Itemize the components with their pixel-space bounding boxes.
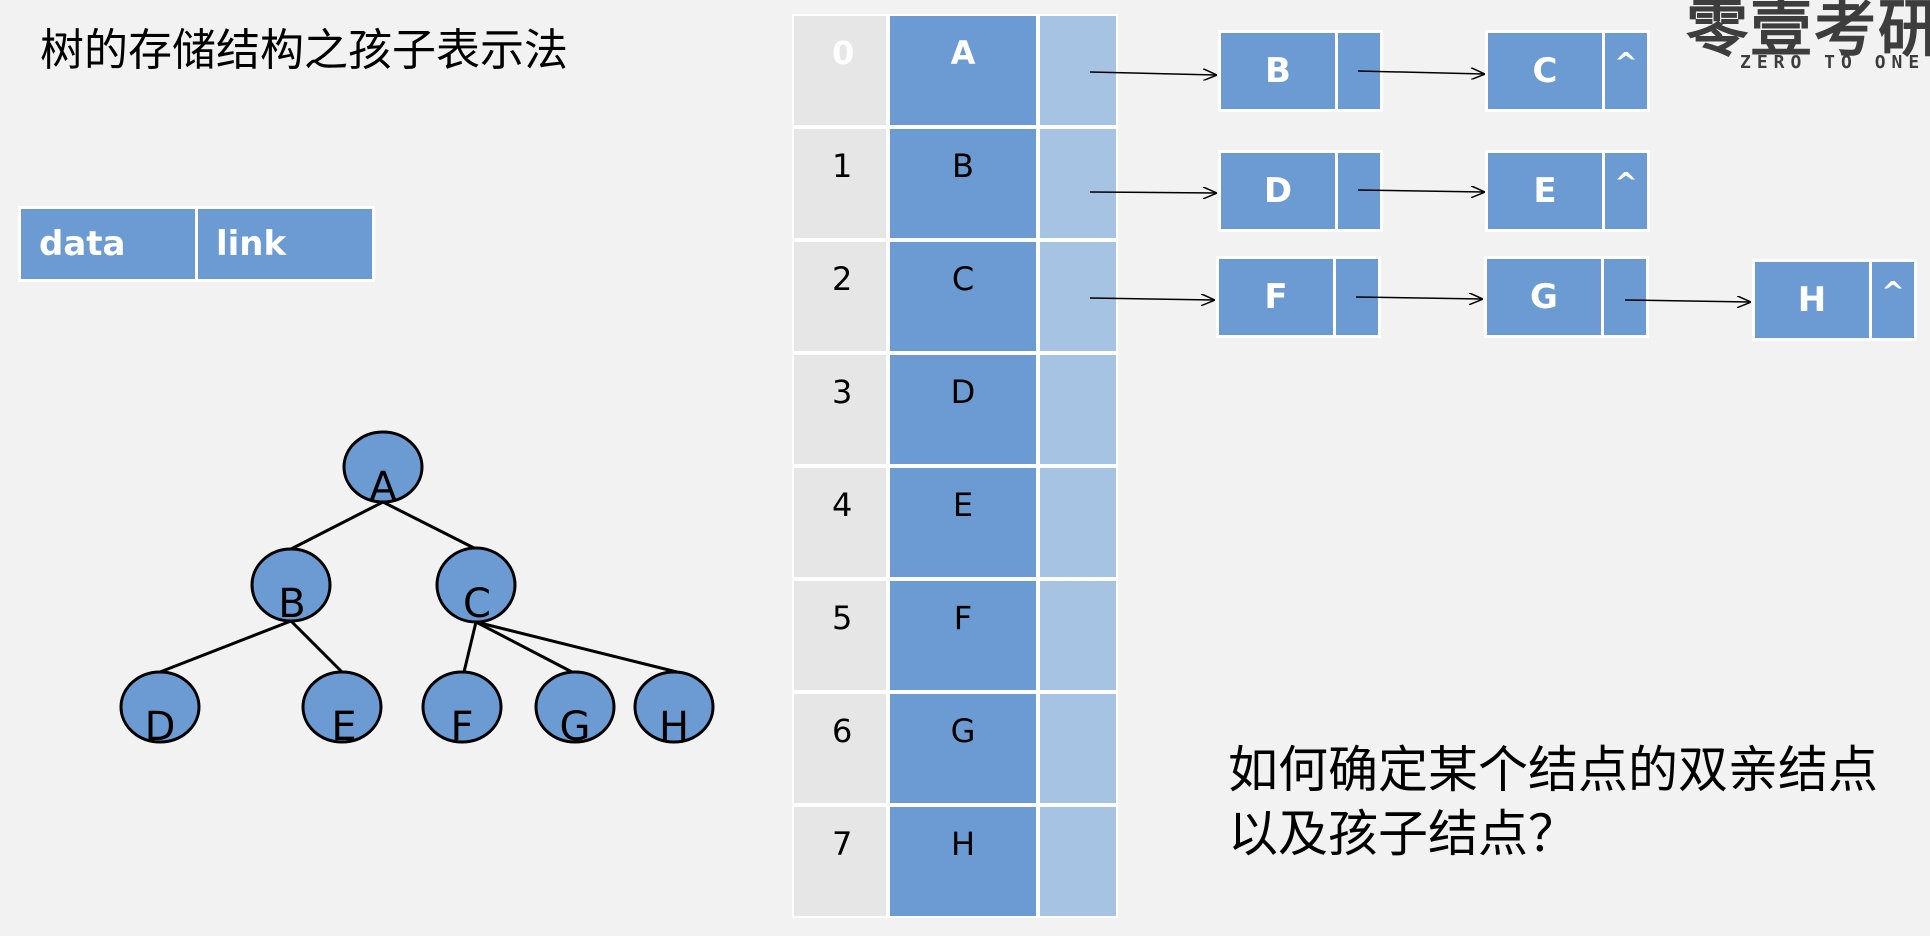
- row-index: 6: [792, 692, 888, 805]
- table-row: 5 F: [792, 579, 1118, 692]
- row-data: C: [888, 240, 1038, 353]
- header-array-table: 0 A 1 B 2 C 3 D 4 E 5 F 6 G 7 H: [792, 14, 1118, 918]
- table-row: 4 E: [792, 466, 1118, 579]
- row-firstchild-pointer: [1038, 353, 1118, 466]
- arrow: [1089, 192, 1216, 193]
- tree-node-label: A: [369, 464, 397, 510]
- tree-edge: [475, 620, 573, 674]
- child-list-node: D: [1218, 150, 1383, 232]
- tree-diagram: A B C D E F G H: [119, 430, 715, 750]
- child-list-node: F: [1216, 256, 1381, 338]
- question-text: 如何确定某个结点的双亲结点 以及孩子结点？: [1228, 738, 1878, 866]
- child-node-data: B: [1218, 30, 1338, 112]
- tree-edge: [159, 619, 292, 674]
- child-node-data: C: [1485, 30, 1605, 112]
- row-firstchild-pointer: [1038, 579, 1118, 692]
- link-field-label: link: [195, 206, 375, 282]
- child-node-null: ^: [1602, 30, 1650, 112]
- tree-node-label: F: [450, 704, 473, 750]
- row-data: E: [888, 466, 1038, 579]
- row-index: 2: [792, 240, 888, 353]
- tree-edge: [382, 500, 477, 551]
- row-firstchild-pointer: [1038, 692, 1118, 805]
- tree-node-label: B: [278, 581, 305, 627]
- child-node-data: H: [1752, 259, 1872, 341]
- row-data: H: [888, 805, 1038, 918]
- row-index: 5: [792, 579, 888, 692]
- row-index: 4: [792, 466, 888, 579]
- arrow: [1357, 190, 1484, 192]
- child-list-node: E ^: [1485, 150, 1650, 232]
- data-field-label: data: [18, 206, 198, 282]
- question-line-2: 以及孩子结点？: [1228, 805, 1578, 863]
- tree-node-e: [301, 670, 383, 744]
- row-firstchild-pointer: [1038, 466, 1118, 579]
- tree-node-label: G: [560, 704, 591, 750]
- tree-node-c: [435, 546, 517, 624]
- question-line-1: 如何确定某个结点的双亲结点: [1228, 741, 1878, 799]
- row-data: B: [888, 127, 1038, 240]
- child-node-data: G: [1484, 256, 1604, 338]
- row-data: D: [888, 353, 1038, 466]
- row-index: 3: [792, 353, 888, 466]
- row-firstchild-pointer: [1038, 127, 1118, 240]
- table-row: 1 B: [792, 127, 1118, 240]
- child-list-node: G: [1484, 256, 1649, 338]
- child-node-null: ^: [1869, 259, 1917, 341]
- tree-edge: [290, 500, 384, 551]
- child-node-null: ^: [1602, 150, 1650, 232]
- node-structure: data link: [18, 206, 375, 288]
- row-data: G: [888, 692, 1038, 805]
- tree-node-b: [250, 547, 332, 623]
- tree-edge: [289, 619, 344, 674]
- row-firstchild-pointer: [1038, 805, 1118, 918]
- tree-edge: [462, 621, 478, 673]
- tree-node-h: [633, 670, 715, 744]
- arrow: [1355, 297, 1482, 299]
- table-row: 7 H: [792, 805, 1118, 918]
- tree-node-label: E: [331, 704, 356, 750]
- pointer-arrows: [1089, 71, 1750, 302]
- tree-node-g: [534, 670, 616, 744]
- page-title: 树的存储结构之孩子表示法: [40, 25, 568, 76]
- table-row: 6 G: [792, 692, 1118, 805]
- logo-subtitle: ZERO TO ONE: [1740, 52, 1926, 73]
- row-firstchild-pointer: [1038, 240, 1118, 353]
- row-index: 0: [792, 14, 888, 127]
- tree-node-a: [342, 430, 424, 504]
- arrow: [1357, 71, 1484, 74]
- child-list-node: C ^: [1485, 30, 1650, 112]
- arrow: [1089, 298, 1214, 300]
- child-list-node: H ^: [1752, 259, 1917, 341]
- child-node-data: E: [1485, 150, 1605, 232]
- logo: 零壹考研: [1686, 0, 1930, 65]
- tree-node-label: D: [145, 704, 176, 750]
- table-row: 2 C: [792, 240, 1118, 353]
- arrow: [1624, 300, 1750, 302]
- child-node-next: [1601, 256, 1649, 338]
- table-row: 0 A: [792, 14, 1118, 127]
- row-data: F: [888, 579, 1038, 692]
- row-index: 7: [792, 805, 888, 918]
- tree-node-d: [119, 670, 201, 744]
- arrow: [1089, 72, 1216, 75]
- tree-node-label: C: [463, 581, 491, 627]
- table-row: 3 D: [792, 353, 1118, 466]
- tree-node-label: H: [659, 704, 689, 750]
- row-firstchild-pointer: [1038, 14, 1118, 127]
- row-index: 1: [792, 127, 888, 240]
- row-data: A: [888, 14, 1038, 127]
- tree-edge: [475, 620, 678, 674]
- tree-node-f: [421, 670, 503, 744]
